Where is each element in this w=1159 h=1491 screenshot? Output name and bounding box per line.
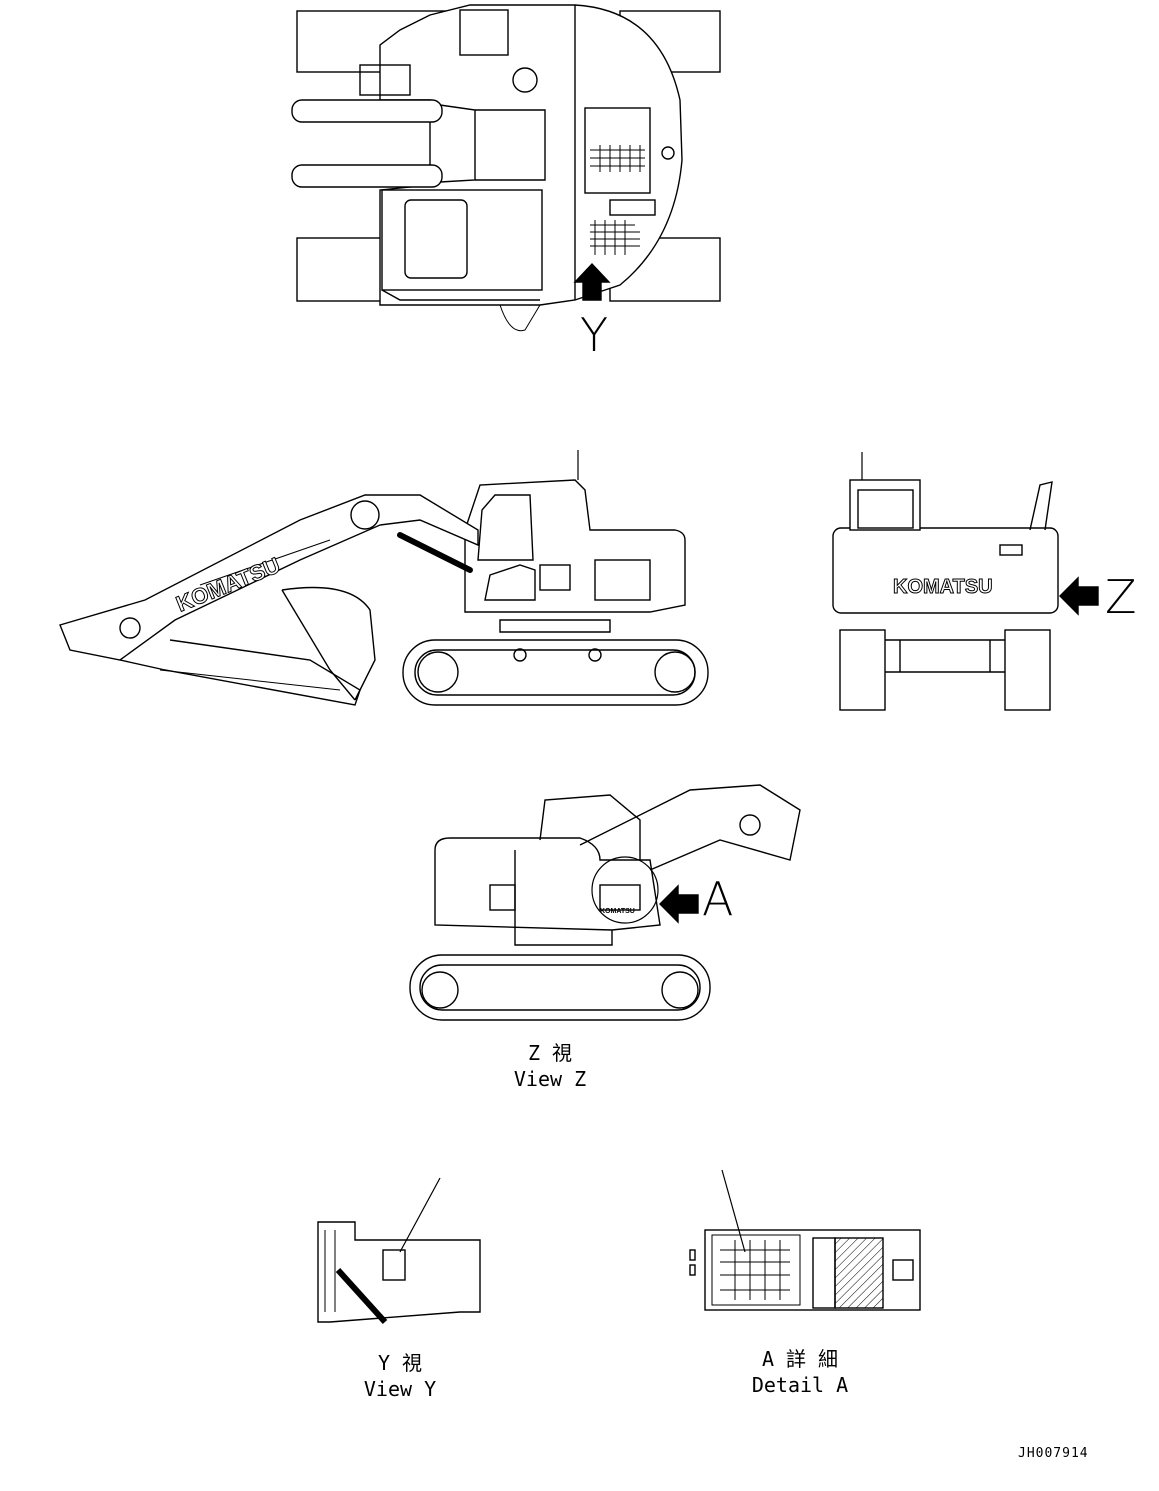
view-z-caption-en: View Z [513,1067,587,1091]
arrow-z-label: Z [1105,570,1137,624]
arrow-z-icon [1059,576,1099,616]
view-y-caption-jp: Y 視 [377,1351,423,1375]
view-z: KOMATSU [409,784,801,1021]
counterweight [832,527,1059,614]
drawing-code: JH007914 [1018,1446,1089,1461]
callout-box-bottom-left [296,237,388,302]
detail-a-caption: A 詳 細 Detail A [735,1346,865,1398]
cab-top [381,189,543,291]
boom-cylinder-bottom [291,164,443,188]
arrow-a-label: A [702,872,734,926]
svg-text:KOMATSU: KOMATSU [600,908,635,915]
top-view [291,4,721,332]
side-view: KOMATSU [59,450,709,706]
detail-a [689,1169,921,1311]
view-y [317,1177,481,1325]
arrow-y-icon [573,262,611,301]
view-y-caption-en: View Y [363,1377,437,1401]
detail-a-caption-en: Detail A [751,1373,849,1397]
arrow-y-label: Y [580,308,609,362]
boom-cylinder-top [291,99,443,123]
rear-view: KOMATSU [832,452,1099,711]
arrow-a-icon [659,884,699,924]
view-z-caption-jp: Z 視 [527,1041,573,1065]
track-side [402,639,709,706]
view-y-caption: Y 視 View Y [340,1350,460,1402]
view-z-caption: Z 視 View Z [490,1040,610,1092]
brand-rear-text: KOMATSU [893,576,993,598]
detail-a-caption-jp: A 詳 細 [761,1347,839,1371]
